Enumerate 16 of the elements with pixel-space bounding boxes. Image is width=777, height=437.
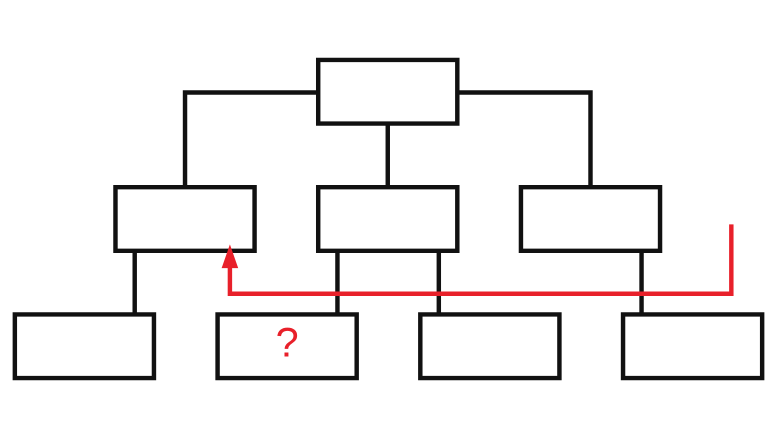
node-box <box>418 312 562 380</box>
node-box <box>316 184 460 253</box>
node-box <box>518 184 662 253</box>
arrow <box>222 224 734 296</box>
connector <box>386 123 390 186</box>
connector <box>436 250 442 314</box>
node-box: ? <box>215 312 359 380</box>
connector <box>458 90 593 187</box>
node-box <box>12 312 156 380</box>
connector <box>132 250 137 314</box>
node-box <box>113 184 257 253</box>
node-box <box>620 312 764 380</box>
connector <box>639 250 644 314</box>
connector <box>182 90 318 187</box>
node-box <box>316 57 460 126</box>
connector <box>335 250 340 314</box>
